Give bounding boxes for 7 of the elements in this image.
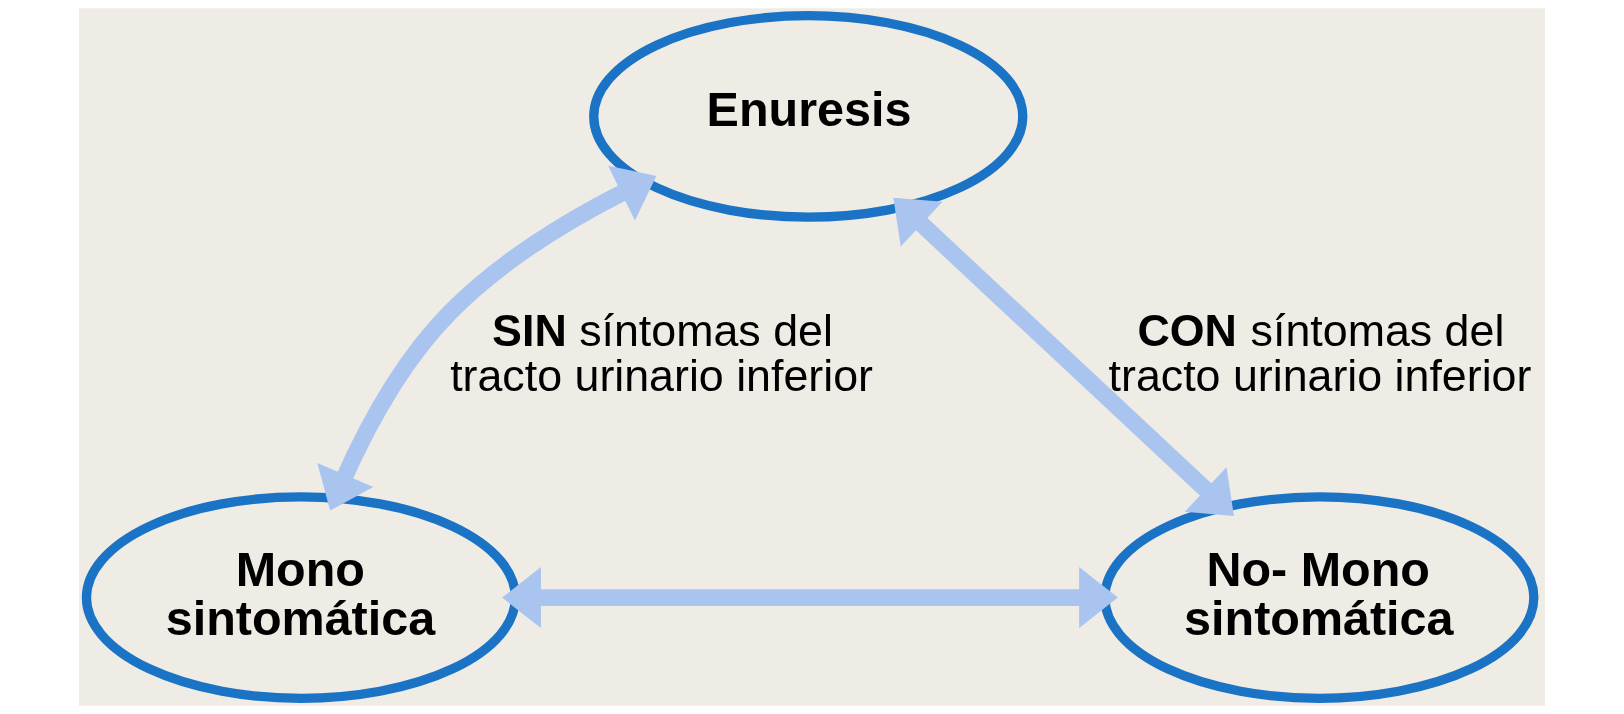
arrow bbox=[893, 197, 1234, 516]
arrow bbox=[317, 165, 657, 511]
edge-label: CON síntomas del tracto urinario inferior bbox=[1108, 305, 1532, 400]
edge-label: SIN síntomas del tracto urinario inferior bbox=[450, 305, 873, 400]
arrow bbox=[502, 567, 1118, 629]
node-ellipse: Mono sintomática bbox=[81, 492, 521, 703]
node-ellipse: No- Mono sintomática bbox=[1100, 492, 1539, 703]
